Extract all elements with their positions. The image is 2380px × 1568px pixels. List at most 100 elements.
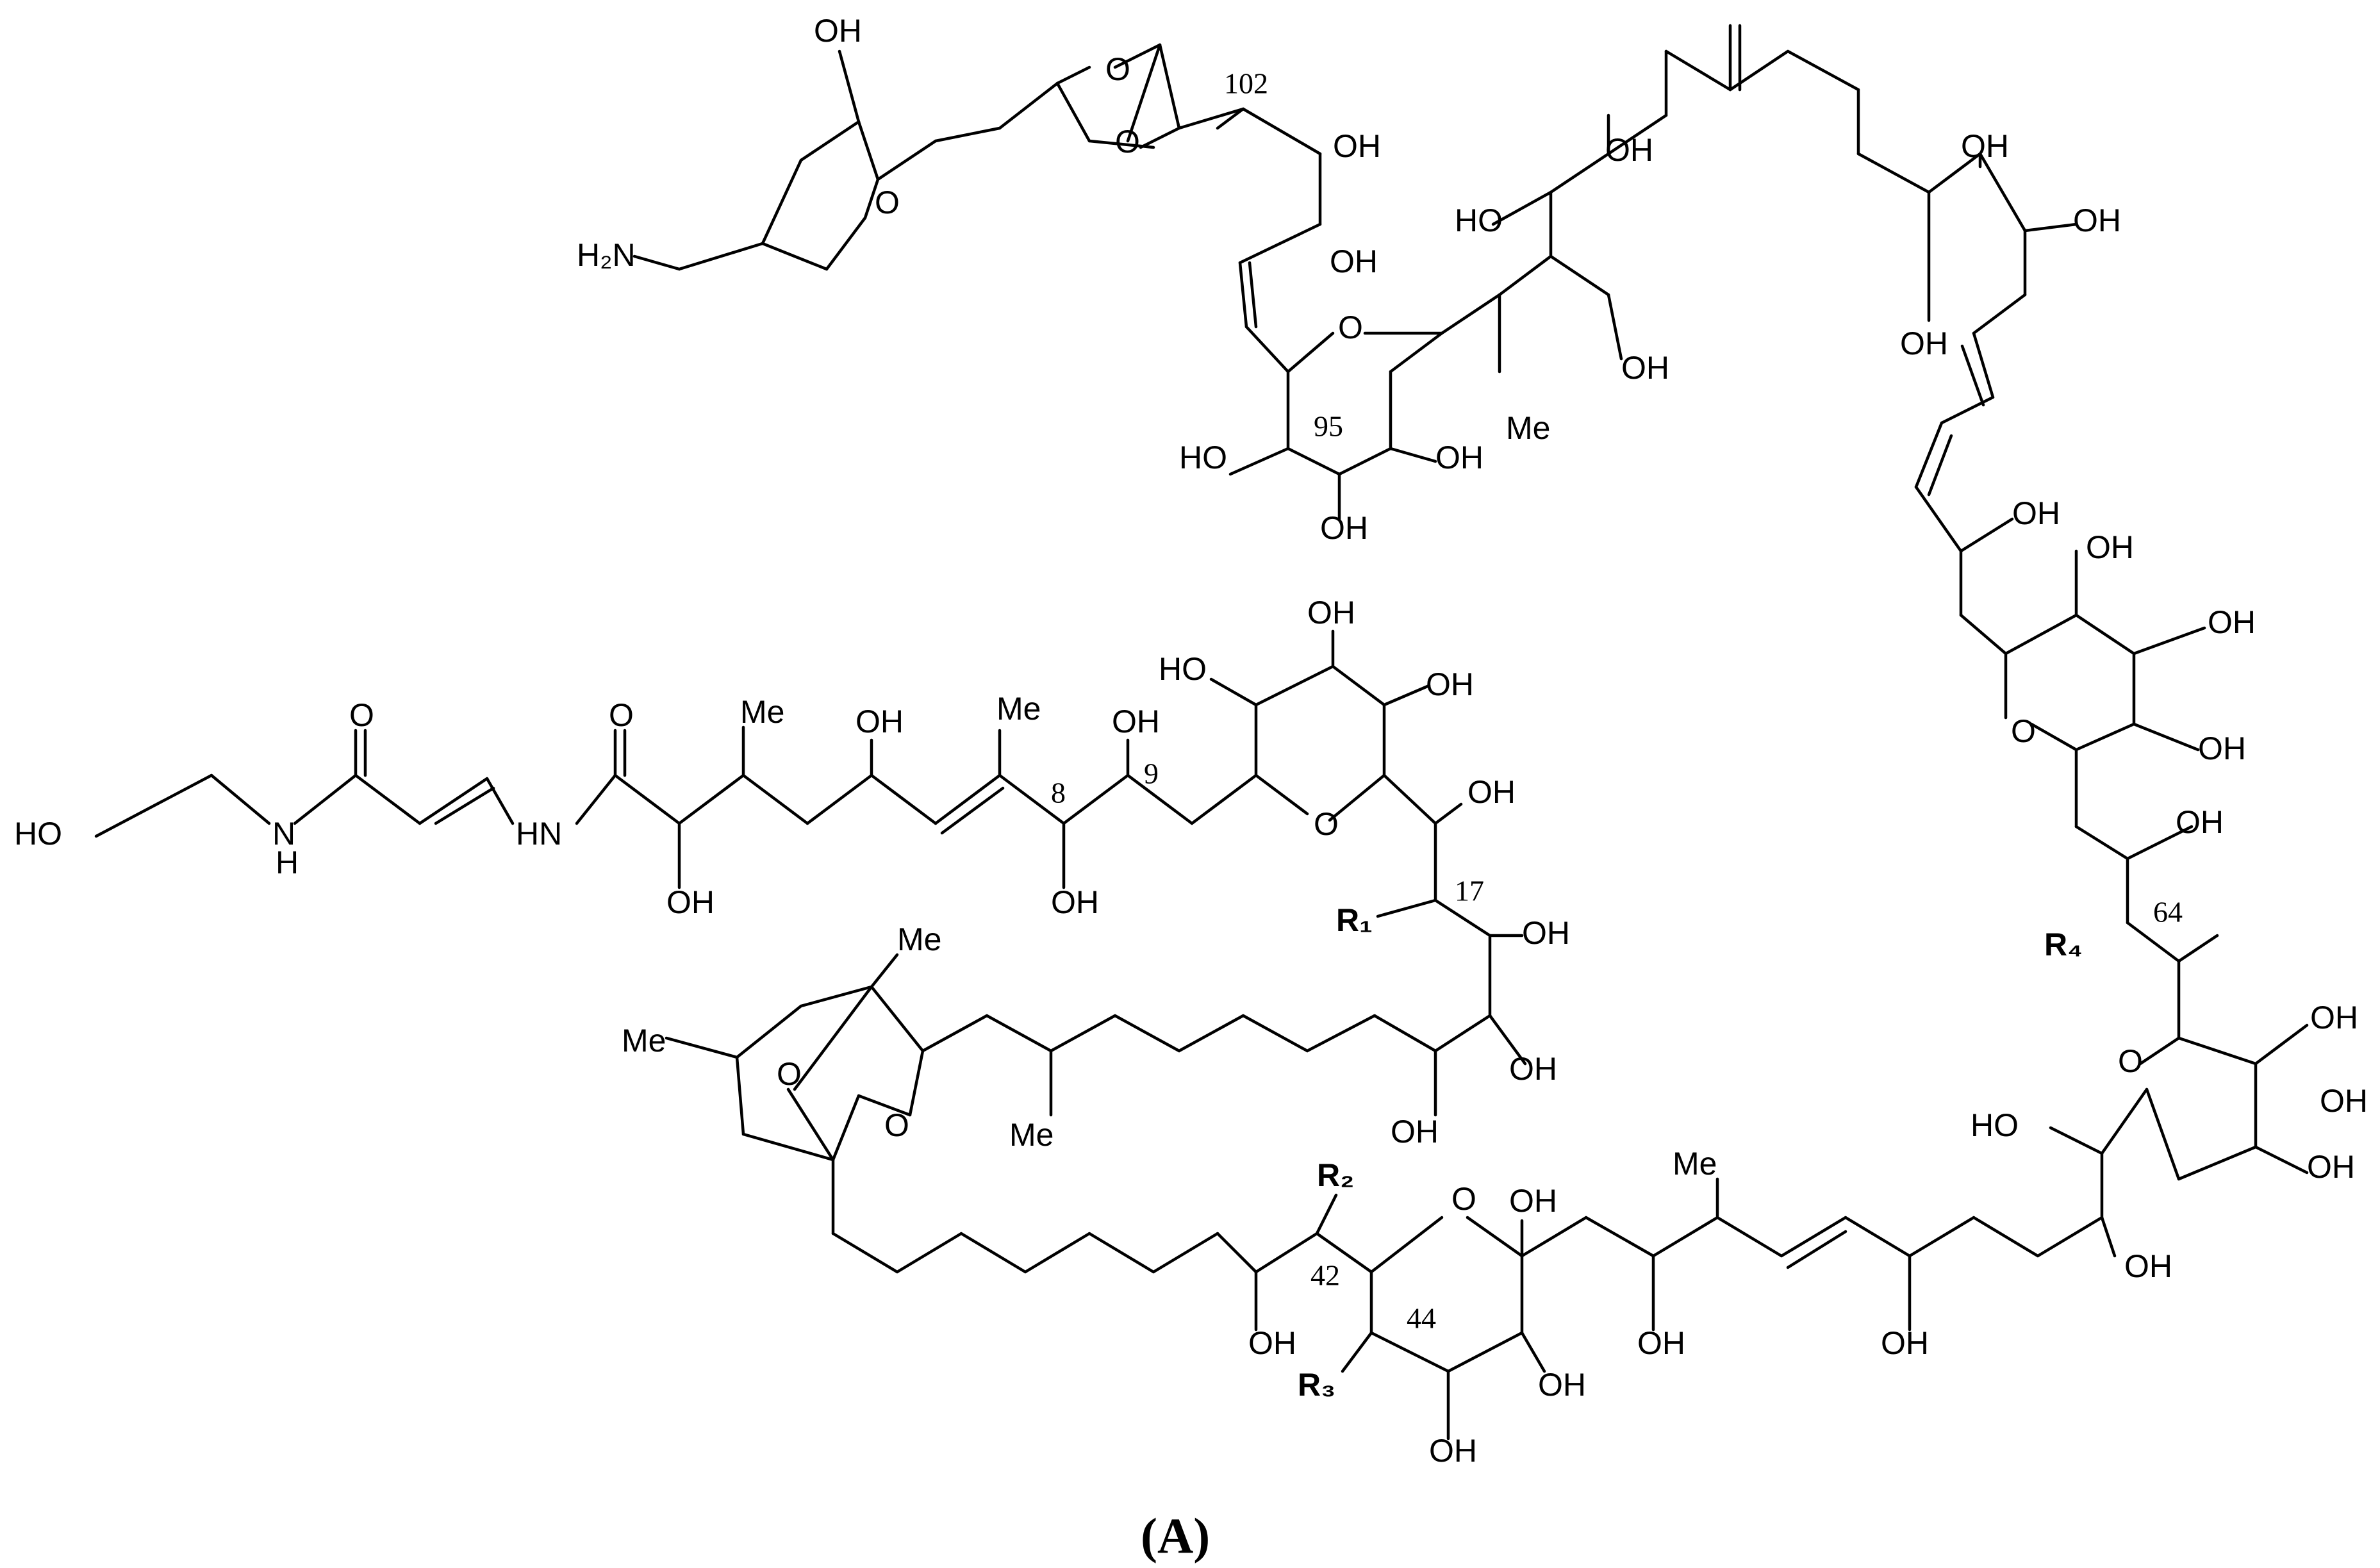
bond-line [1248,261,1258,329]
bond-line [799,985,873,1008]
locant-102: 102 [1224,67,1268,100]
label-me-bottom: Me [1673,1146,1717,1182]
label-o-amide2: O [609,697,634,733]
label-oh-left1: OH [666,884,715,920]
bond-line [1315,1232,1373,1274]
locant-8: 8 [1051,777,1066,809]
bond-line [1241,1014,1309,1053]
bond-line [1337,447,1392,476]
bond-line [934,773,1002,825]
bond-line [2145,1087,2181,1181]
label-o-cp: O [1314,806,1339,842]
bond-line [1241,107,1322,156]
bond-line [1087,139,1155,149]
bond-line [940,786,1005,835]
bond-line [1466,1216,1524,1258]
bond-line [1446,1331,1524,1373]
bond-line [1328,773,1386,822]
bond-line [485,777,515,825]
label-oh-17b: OH [1509,1051,1557,1087]
bond-line [761,242,829,271]
bond-line [632,254,681,271]
bond-line [1434,802,1463,825]
bond-line [1055,81,1091,143]
bond-line [998,773,1066,825]
label-oh-17c: OH [1391,1114,1439,1150]
bond-line [2074,722,2136,752]
bond-line [857,120,880,181]
bond-line [1520,1216,1588,1258]
bond-line [1584,1216,1655,1258]
label-o-pyran-r1: O [2011,713,2036,749]
label-oh-95b: OH [1435,440,1483,475]
bond-line [1844,1216,1912,1258]
bond-line [1244,325,1290,374]
bond-line [1927,434,1953,497]
bond-line [1607,113,1668,156]
bond-line [870,985,925,1053]
bond-line [2100,1216,2117,1258]
bond-line [2177,1145,2258,1181]
bond-line [354,773,422,825]
bond-line [1940,395,1995,425]
bond-line [895,1232,963,1274]
locant-95: 95 [1314,410,1343,443]
label-oh-left2: OH [855,704,904,739]
bond-line [1549,254,1610,297]
bond-line [1087,1232,1155,1274]
bond-line [1238,222,1322,265]
bond-line [665,1036,739,1059]
label-r4: R₄ [2044,927,2083,962]
locant-42: 42 [1310,1259,1340,1292]
bond-line [1959,517,2014,553]
bond-line [2074,825,2129,861]
bond-line [1786,1230,1847,1269]
bond-line [1376,898,1437,918]
bond-line [677,242,764,271]
label-oh-r1: OH [2012,495,2060,531]
bond-line [1498,254,1553,297]
bond-line [1331,664,1386,707]
label-o-bicyclo-3: O [777,1056,802,1092]
label-me-bicyclo-1: Me [897,921,941,957]
label-oh-bm2: OH [1637,1325,1685,1361]
bond-line [857,1094,912,1117]
locant-9: 9 [1144,757,1159,790]
bond-line [1152,1232,1219,1274]
bond-line [293,773,358,825]
bond-line [1908,1216,1976,1258]
label-oh-102b: OH [1330,243,1378,279]
bond-line [2023,222,2078,233]
bond-line [1856,152,1931,194]
bond-line [1055,65,1091,85]
bond-line [908,1049,925,1117]
bond-line [1305,1014,1376,1053]
bond-line [1158,43,1181,130]
bond-line [1373,1014,1437,1053]
label-oh-17a: OH [1522,915,1570,951]
bond-line [1228,447,1290,476]
bond-line [1780,1216,1847,1258]
bond-line [1978,152,2027,233]
bond-line [1389,447,1437,463]
bond-line [1254,664,1335,707]
bond-line [2177,1036,2258,1066]
bond-line [1786,49,1860,92]
bond-line [985,1014,1053,1053]
bond-line [1382,773,1437,825]
label-o-pyran-br: O [2118,1043,2143,1079]
bond-line [2126,921,2181,963]
bond-line [1520,1331,1546,1373]
label-o-amide1: O [349,697,374,733]
label-ho-cp2: HO [1159,651,1207,687]
label-r3: R₃ [1298,1367,1335,1403]
bond-line [1434,1014,1492,1053]
bond-line [1139,126,1181,149]
label-oh-r6: OH [2320,1083,2368,1119]
bond-line [1959,613,2008,656]
bond-line [1062,773,1130,825]
bond-line [863,177,880,220]
label-me-chain: Me [1009,1117,1054,1153]
bond-line [1049,1014,1117,1053]
